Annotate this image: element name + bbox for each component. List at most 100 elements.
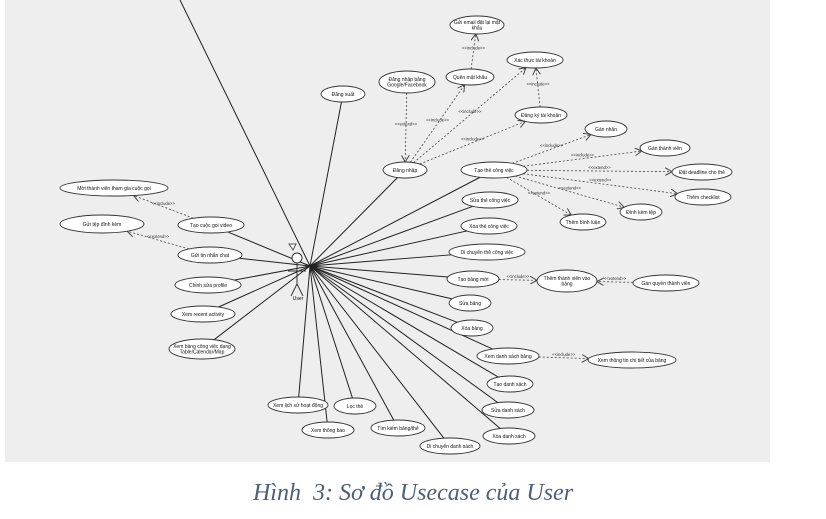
usecase-label: Tạo bảng mới bbox=[457, 277, 488, 283]
association-line bbox=[309, 265, 448, 278]
association-line bbox=[213, 265, 311, 341]
association-line bbox=[309, 205, 473, 267]
stereotype-label: <<include>> bbox=[426, 118, 450, 123]
usecase-label: Xem bảng công việc dạng bbox=[173, 344, 231, 350]
association-line bbox=[309, 254, 452, 267]
usecase-label: Xem thông báo bbox=[311, 428, 345, 434]
dependency-include bbox=[419, 121, 526, 165]
stereotype-label: <<include>> bbox=[552, 352, 576, 357]
usecase-label: Xem lịch sử hoạt động bbox=[273, 402, 323, 409]
stereotype-label: <<extend>> bbox=[395, 121, 418, 126]
association-line bbox=[309, 265, 458, 323]
usecase-label: Xóa danh sách bbox=[492, 434, 526, 440]
stereotype-label: <<include>> bbox=[458, 109, 482, 114]
usecase-label: Gán quyền thành viên bbox=[642, 281, 691, 287]
usecase-gan-thanh-vien: Gán thành viên bbox=[639, 139, 691, 157]
association-line bbox=[309, 265, 445, 439]
stereotype-label: <<extend>> bbox=[589, 178, 612, 183]
usecase-label: Xóa bảng bbox=[461, 326, 483, 332]
usecase-di-chuyen-the: Di chuyển thẻ công việc bbox=[448, 243, 526, 261]
usecase-label: Đính kèm tệp bbox=[626, 210, 656, 216]
usecase-label: Đăng ký tài khoản bbox=[521, 113, 561, 119]
dependency-extend bbox=[523, 173, 677, 194]
usecase-label: Gán thành viên bbox=[648, 146, 682, 152]
usecase-label: Đặt deadline cho thẻ bbox=[679, 170, 725, 176]
dependency-include bbox=[410, 85, 464, 163]
usecase-label: Xem danh sách bảng bbox=[484, 354, 531, 360]
usecase-gui-tep: Gửi tệp đính kèm bbox=[59, 214, 145, 234]
association-line bbox=[309, 265, 453, 300]
usecase-label: Đăng nhập bằng bbox=[389, 76, 426, 83]
actor-figure bbox=[288, 243, 306, 297]
usecase-them-binh-luan: Thêm bình luận bbox=[559, 213, 607, 231]
association-line bbox=[309, 230, 468, 267]
usecase-sua-ds: Sửa danh sách bbox=[481, 401, 535, 419]
usecase-label: Google/Facebook bbox=[387, 83, 427, 89]
association-line bbox=[309, 265, 501, 429]
usecase-sua-the: Sửa thẻ công việc bbox=[461, 191, 519, 209]
actor-label: User bbox=[293, 296, 304, 302]
usecase-diagram: <<include>> <<include>> <<include>> <<inclu… bbox=[5, 0, 770, 462]
usecase-xac-thuc: Xác thực tài khoản bbox=[506, 51, 564, 69]
usecase-label: Xóa thẻ công việc bbox=[469, 224, 509, 230]
stereotype-label: <<extend>> bbox=[588, 165, 611, 170]
usecase-label: Gửi tệp đính kèm bbox=[83, 221, 122, 228]
association-line bbox=[298, 265, 311, 398]
usecase-tao-cuoc-goi: Tạo cuộc gọi video bbox=[177, 216, 245, 234]
usecase-tao-ds: Tạo danh sách bbox=[486, 375, 534, 393]
dependency-include bbox=[538, 357, 589, 359]
dependency-extend bbox=[405, 92, 407, 162]
usecase-label: Thêm checklist bbox=[686, 195, 720, 201]
usecase-xem-bang-dang: Xem bảng công việc dạngTable/Calendar/Ma… bbox=[168, 338, 236, 360]
association-line bbox=[179, 0, 311, 267]
stereotype-label: <<extend>> bbox=[528, 190, 551, 195]
usecase-label: Sửa thẻ công việc bbox=[470, 197, 511, 204]
association-line bbox=[309, 177, 398, 267]
usecase-label: Di chuyển danh sách bbox=[427, 443, 474, 450]
dependency-include bbox=[134, 195, 194, 219]
association-line bbox=[234, 265, 311, 281]
stereotype-label: <<include>> bbox=[571, 153, 595, 158]
dependency-include bbox=[470, 34, 476, 70]
usecase-label: Tạo danh sách bbox=[493, 382, 526, 388]
association-line bbox=[309, 265, 395, 421]
usecase-dinh-kem-tep: Đính kèm tệp bbox=[619, 203, 663, 221]
usecase-label: Mời thành viên tham gia cuộc gọi bbox=[77, 186, 151, 192]
association-line bbox=[309, 176, 481, 267]
usecase-xem-thong-bao: Xem thông báo bbox=[301, 421, 355, 439]
stereotype-label: <<include>> bbox=[152, 201, 176, 206]
usecase-label: Thêm bình luận bbox=[566, 220, 601, 226]
usecase-dat-deadline: Đặt deadline cho thẻ bbox=[671, 163, 733, 181]
stereotype-label: <<include>> bbox=[462, 45, 486, 50]
usecase-tim-kiem: Tìm kiếm bảng/thẻ bbox=[370, 419, 426, 437]
association-line bbox=[309, 101, 342, 267]
association-line bbox=[309, 265, 328, 423]
dependency-include bbox=[413, 68, 526, 163]
stereotype-label: <<include>> bbox=[526, 82, 550, 87]
dependency-extend bbox=[526, 170, 672, 171]
association-line bbox=[218, 265, 311, 308]
usecase-label: Gửi tin nhắn chat bbox=[191, 252, 230, 259]
usecase-label: Di chuyển thẻ công việc bbox=[460, 249, 514, 256]
association-line bbox=[309, 265, 499, 378]
usecase-label: Xem thông tin chi tiết của bảng bbox=[598, 357, 667, 364]
usecase-tao-the: Tạo thẻ công việc bbox=[460, 161, 528, 179]
usecase-xem-tt-bang: Xem thông tin chi tiết của bảng bbox=[587, 351, 677, 369]
usecase-dang-ky: Đăng ký tài khoản bbox=[514, 106, 568, 124]
usecase-label: Gán nhãn bbox=[595, 127, 617, 133]
usecase-label: Quên mật khẩu bbox=[453, 74, 487, 81]
dependency-include bbox=[536, 68, 540, 108]
usecase-sua-bang: Sửa bảng bbox=[448, 294, 492, 312]
usecase-xem-lich-su: Xem lịch sử hoạt động bbox=[267, 396, 329, 414]
dependency-include bbox=[498, 280, 537, 281]
usecase-label: Lọc thẻ bbox=[347, 404, 364, 410]
usecase-label: Sửa danh sách bbox=[491, 407, 525, 414]
usecase-label: Tìm kiếm bảng/thẻ bbox=[377, 426, 419, 432]
usecase-label: bảng bbox=[561, 282, 572, 288]
usecase-dang-nhap: Đăng nhập bbox=[382, 161, 428, 179]
usecase-label: Table/Calendar/Map bbox=[180, 350, 225, 356]
stereotype-label: <<include>> bbox=[540, 143, 564, 148]
usecase-label: Xem recent activity bbox=[182, 312, 225, 318]
